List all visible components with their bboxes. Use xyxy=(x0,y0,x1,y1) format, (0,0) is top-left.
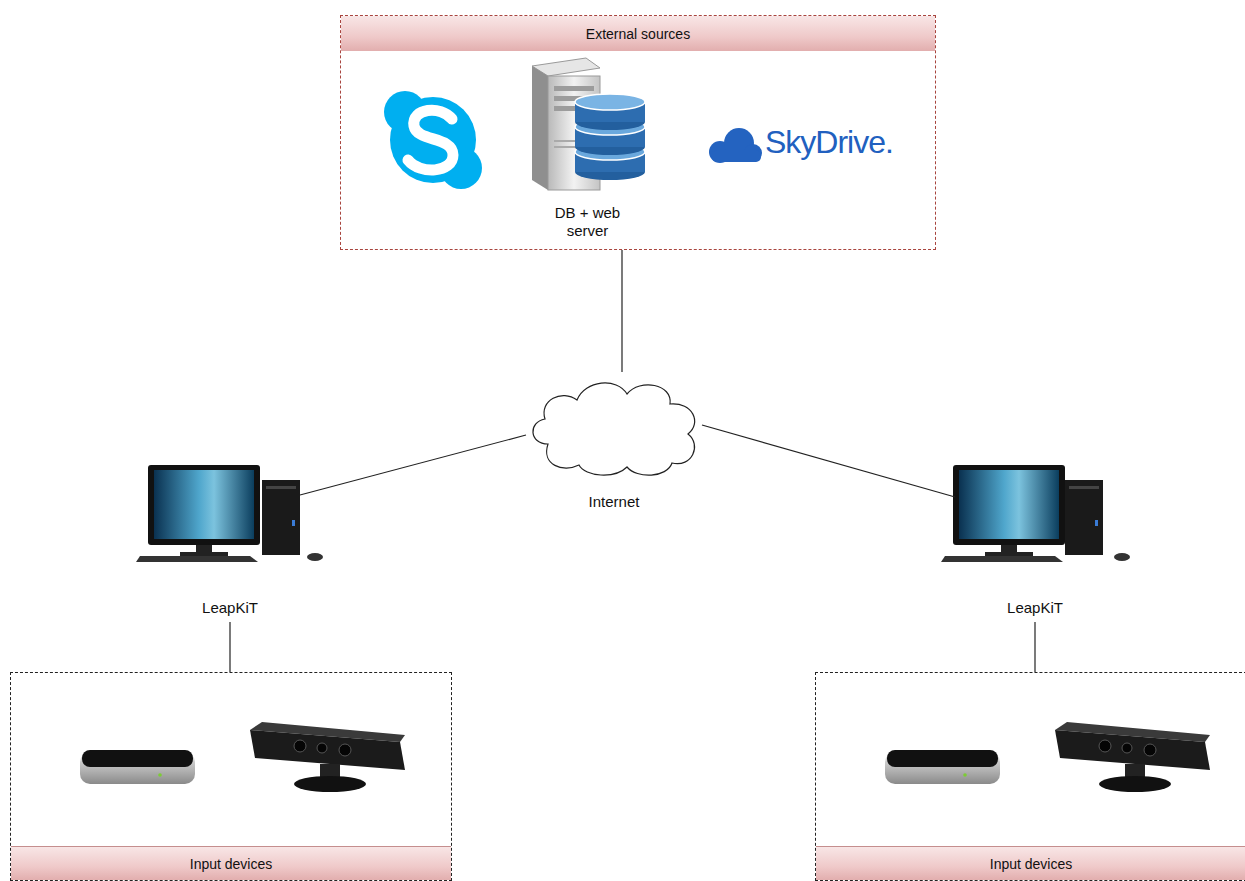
node-label: LeapKiT xyxy=(1007,599,1063,617)
node-label: Internet xyxy=(589,493,640,511)
skype-logo xyxy=(384,91,482,189)
connector-line xyxy=(1034,622,1035,672)
header-band: External sources xyxy=(341,16,935,51)
caption-block: Internet xyxy=(526,493,702,511)
input-devices-group: Input devices xyxy=(815,672,1245,881)
node-label: LeapKiT xyxy=(202,599,258,617)
connector-line xyxy=(621,250,622,372)
node-label: Input devices xyxy=(190,856,273,872)
caption-block: LeapKiT xyxy=(955,599,1115,617)
connector-line xyxy=(300,435,526,495)
internet-cloud xyxy=(533,383,695,475)
computer-node: LeapKiT xyxy=(955,462,1115,622)
node-label: DB + web server xyxy=(545,204,630,240)
desktop-computer xyxy=(941,465,1130,562)
node-label: External sources xyxy=(586,26,690,42)
input-devices-group: Input devices xyxy=(10,672,452,881)
skydrive-cloud-icon xyxy=(709,128,762,163)
skydrive-logo-text: SkyDrive. xyxy=(765,124,893,161)
server-node: DB + web server xyxy=(525,60,650,242)
database-icon xyxy=(575,94,645,180)
desktop-computer xyxy=(136,465,323,562)
input-device-pictures xyxy=(80,722,405,792)
connector-line xyxy=(229,622,230,672)
caption-block: LeapKiT xyxy=(160,599,300,617)
computer-node: LeapKiT xyxy=(160,462,300,622)
input-device-pictures xyxy=(885,722,1210,792)
caption-block: DB + web server xyxy=(545,204,630,240)
footer-band: Input devices xyxy=(816,846,1245,880)
node-label: Input devices xyxy=(990,856,1073,872)
footer-band: Input devices xyxy=(11,846,451,880)
internet-cloud-node: Internet xyxy=(526,372,702,514)
connector-line xyxy=(702,425,955,497)
